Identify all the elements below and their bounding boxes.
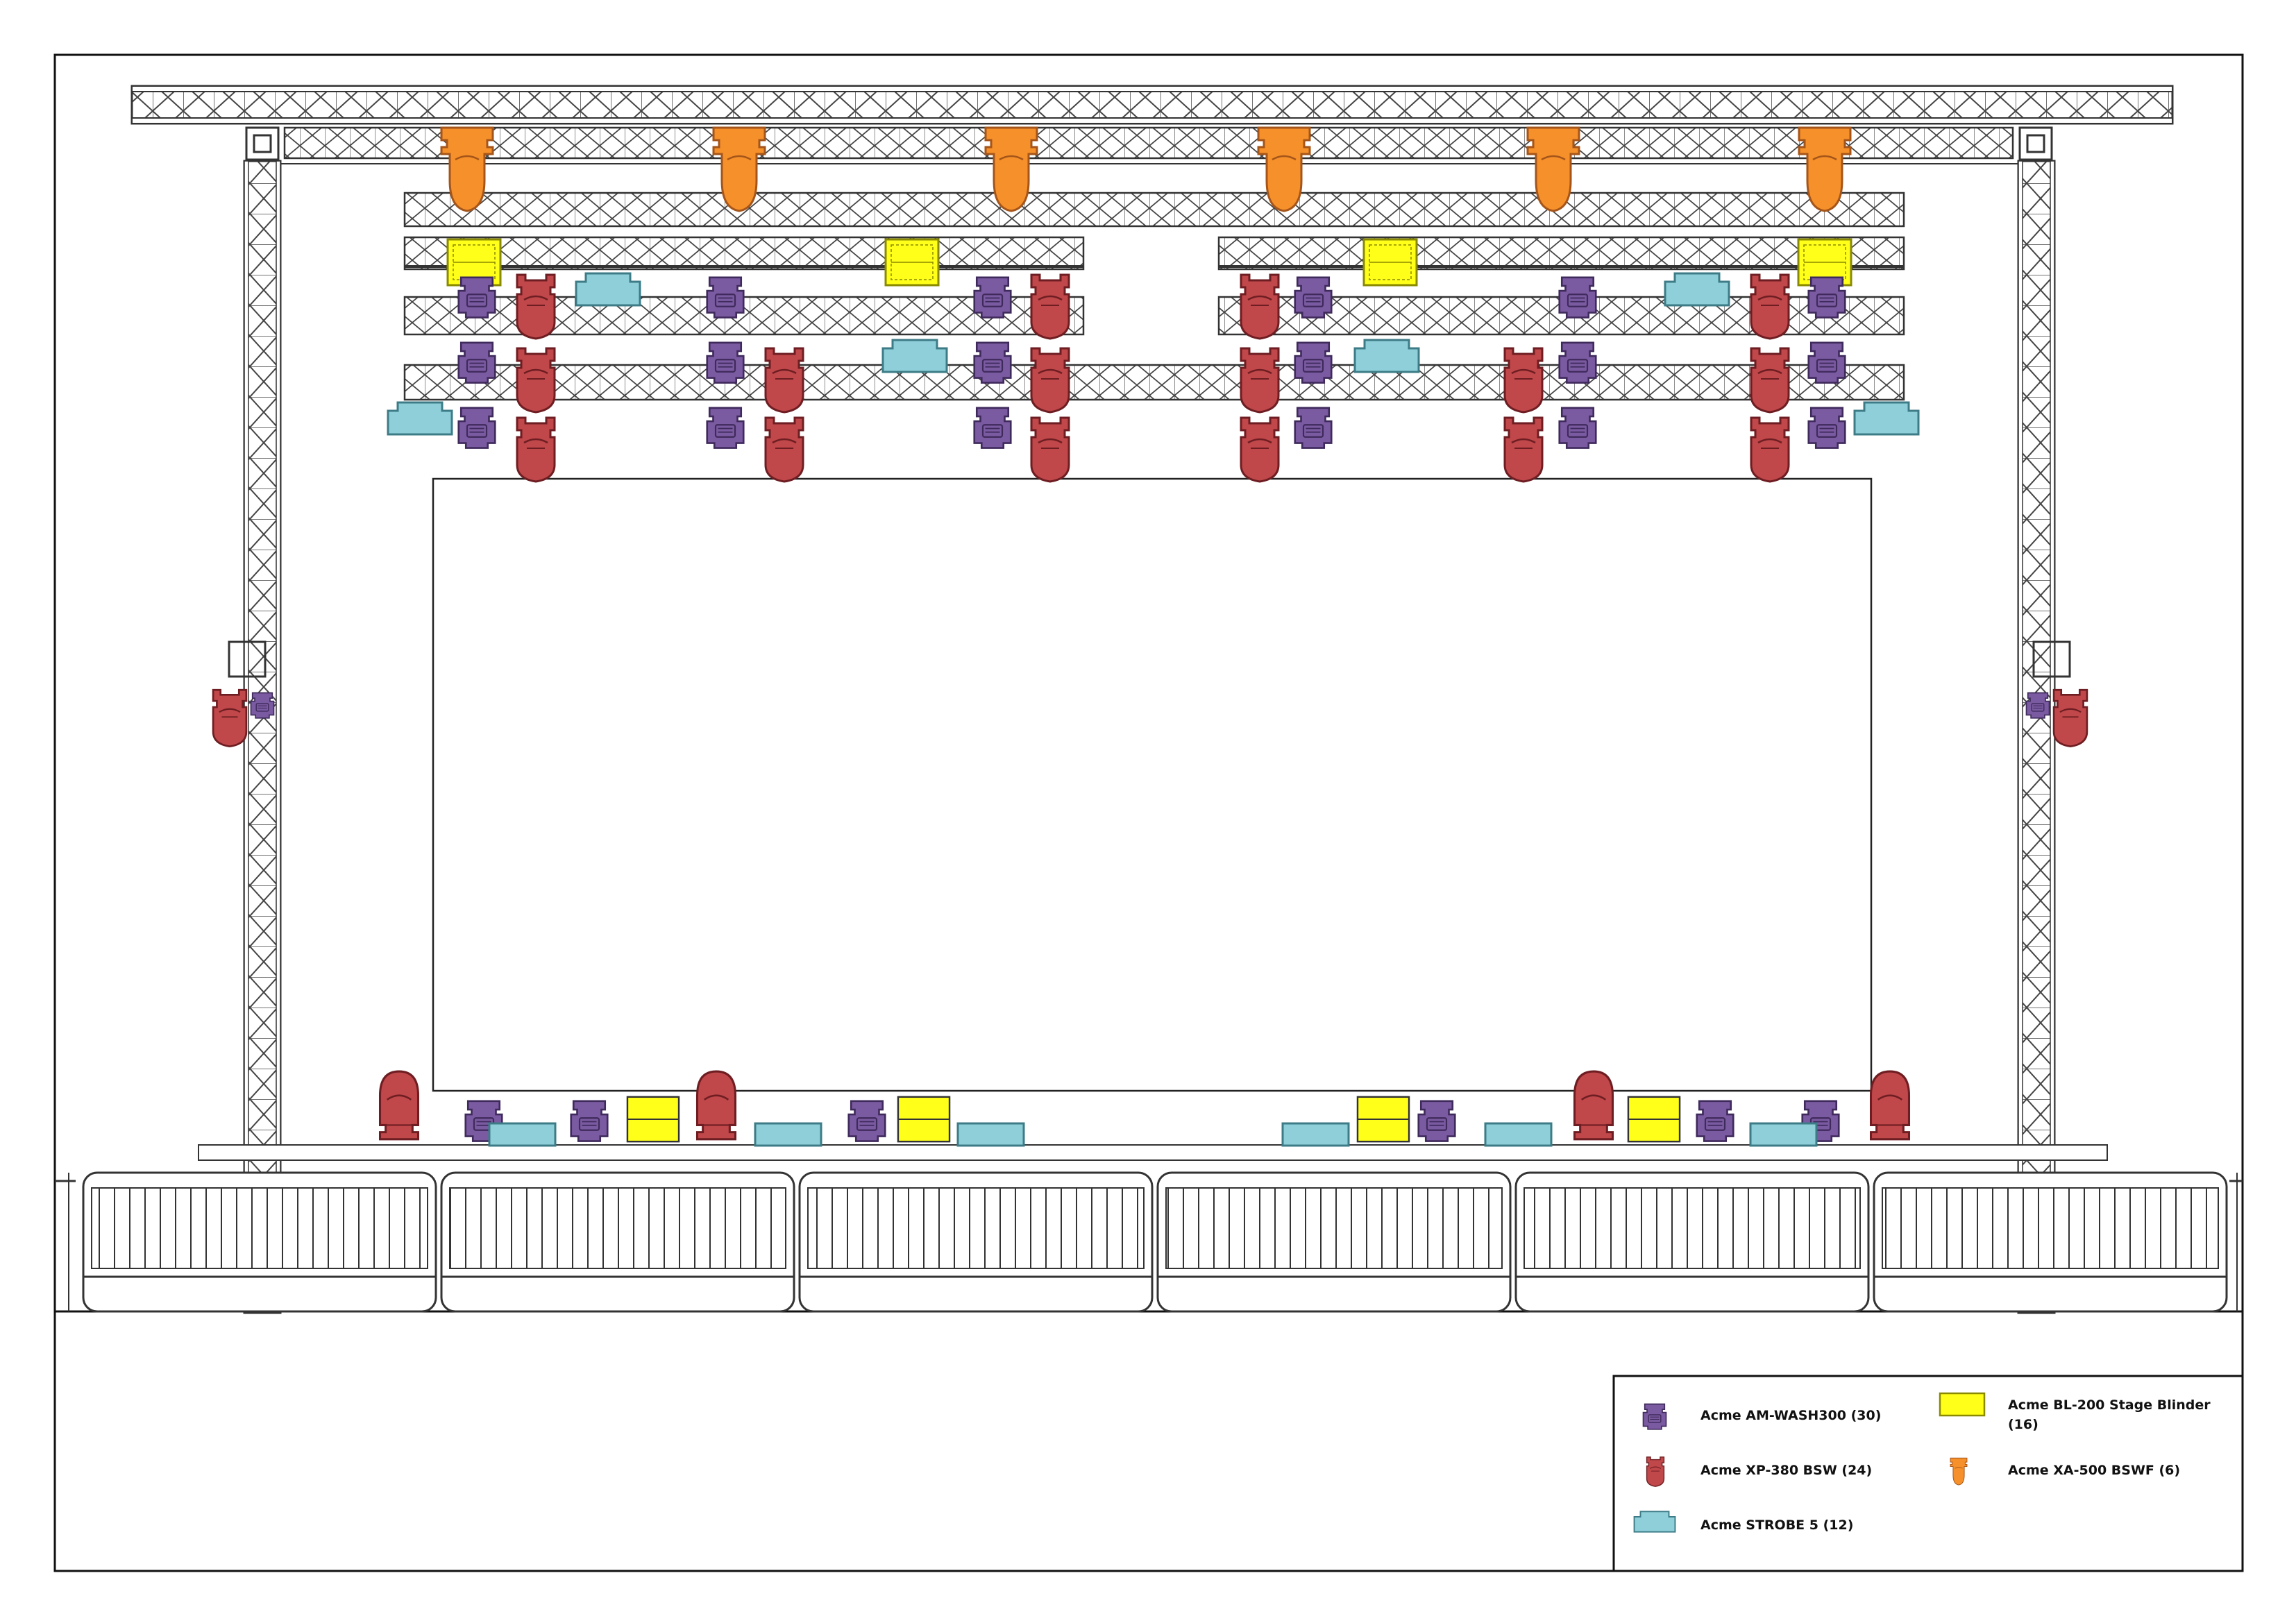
blinder-icon (1939, 1392, 1986, 1417)
blinder-icon (1362, 238, 1418, 287)
top-truss (130, 85, 2174, 161)
truss-rows (403, 192, 1905, 401)
moving-head-wash-icon (1558, 407, 1597, 449)
strobe-icon (1484, 1122, 1553, 1147)
moving-head-wash-icon (570, 1100, 609, 1142)
moving-head-wash-icon (457, 276, 496, 318)
moving-head-spot-icon (516, 416, 556, 483)
legend-label-spot: Acme XP-380 BSW (24) (1700, 1463, 1872, 1478)
legend: Acme AM-WASH300 (30) Acme BL-200 Stage B… (1612, 1375, 2244, 1572)
moving-head-spot-icon (1573, 1070, 1614, 1141)
moving-head-spot-icon (1750, 416, 1790, 483)
moving-head-wash-icon (847, 1100, 886, 1142)
strobe-icon (575, 272, 641, 307)
moving-head-wash-icon (1642, 1403, 1667, 1430)
moving-head-spot-icon (2052, 688, 2088, 748)
moving-head-spot-icon (1240, 416, 1280, 483)
moving-head-wash-icon (1696, 1100, 1734, 1142)
moving-head-spot-icon (1030, 347, 1070, 414)
moving-head-wash-icon (706, 341, 745, 384)
moving-head-spot-icon (378, 1070, 420, 1141)
moving-head-spot-icon (1750, 273, 1790, 340)
moving-head-spot-icon (1503, 416, 1544, 483)
strobe-icon (1633, 1511, 1676, 1533)
strobe-icon (1664, 272, 1730, 307)
moving-head-wash-icon (973, 407, 1012, 449)
moving-head-wash-icon (457, 341, 496, 384)
blinder-icon (897, 1096, 951, 1143)
strobe-icon (1749, 1122, 1818, 1147)
crowd-barriers (55, 1171, 2243, 1313)
moving-head-spot-icon (1869, 1070, 1911, 1141)
stage-deck (198, 1144, 2108, 1161)
moving-head-spot-icon (212, 688, 248, 748)
moving-head-wash-icon (973, 276, 1012, 318)
legend-label-blinder: Acme BL-200 Stage Blinder (2008, 1397, 2211, 1413)
moving-head-spot-icon (1030, 416, 1070, 483)
strobe-icon (956, 1122, 1025, 1147)
strobe-icon (1853, 401, 1920, 436)
drawing-frame (53, 53, 2244, 1572)
moving-head-wash-icon (1294, 276, 1333, 318)
moving-head-wash-icon (1294, 407, 1333, 449)
strobe-icon (1281, 1122, 1350, 1147)
floor-fixtures (378, 1070, 1911, 1147)
strobe-icon (488, 1122, 557, 1147)
blinder-icon (884, 238, 940, 287)
moving-head-spot-icon (516, 347, 556, 414)
moving-head-wash-icon (1807, 341, 1846, 384)
moving-head-wash-icon (250, 692, 275, 720)
moving-head-spot-icon (764, 416, 804, 483)
moving-head-spot-icon (1646, 1456, 1665, 1487)
strobe-icon (881, 339, 948, 373)
moving-head-wash-icon (2025, 692, 2050, 720)
video-screen (432, 477, 1873, 1092)
moving-head-wash-icon (1807, 276, 1846, 318)
strobe-icon (387, 401, 453, 436)
legend-label-beam: Acme XA-500 BSWF (6) (2008, 1463, 2180, 1478)
moving-head-wash-icon (706, 276, 745, 318)
moving-head-wash-icon (1558, 341, 1597, 384)
moving-head-wash-icon (1807, 407, 1846, 449)
moving-head-spot-icon (1503, 347, 1544, 414)
moving-head-wash-icon (457, 407, 496, 449)
moving-head-wash-icon (1294, 341, 1333, 384)
moving-head-spot-icon (695, 1070, 737, 1141)
moving-head-wash-icon (706, 407, 745, 449)
blinder-icon (626, 1096, 680, 1143)
moving-head-spot-icon (516, 273, 556, 340)
right-tower-truss (2017, 160, 2056, 1314)
strobe-icon (754, 1122, 822, 1147)
legend-label-blinder-count: (16) (2008, 1417, 2038, 1432)
moving-head-spot-icon (1750, 347, 1790, 414)
moving-head-spot-icon (764, 347, 804, 414)
moving-head-wash-icon (973, 341, 1012, 384)
strobe-fixtures-truss (387, 272, 1920, 436)
moving-head-wash-icon (1417, 1100, 1456, 1142)
legend-label-wash: Acme AM-WASH300 (30) (1700, 1408, 1881, 1423)
moving-head-spot-icon (1240, 273, 1280, 340)
moving-head-spot-icon (1030, 273, 1070, 340)
blinder-icon (1356, 1096, 1410, 1143)
side-tower-fixtures (212, 640, 2088, 748)
blinder-icon (1627, 1096, 1681, 1143)
legend-box (1612, 1375, 2244, 1572)
legend-label-strobe: Acme STROBE 5 (12) (1700, 1518, 1853, 1533)
moving-head-wash-icon (1558, 276, 1597, 318)
strobe-icon (1353, 339, 1420, 373)
moving-head-spot-icon (1240, 347, 1280, 414)
left-tower-truss (243, 160, 282, 1314)
